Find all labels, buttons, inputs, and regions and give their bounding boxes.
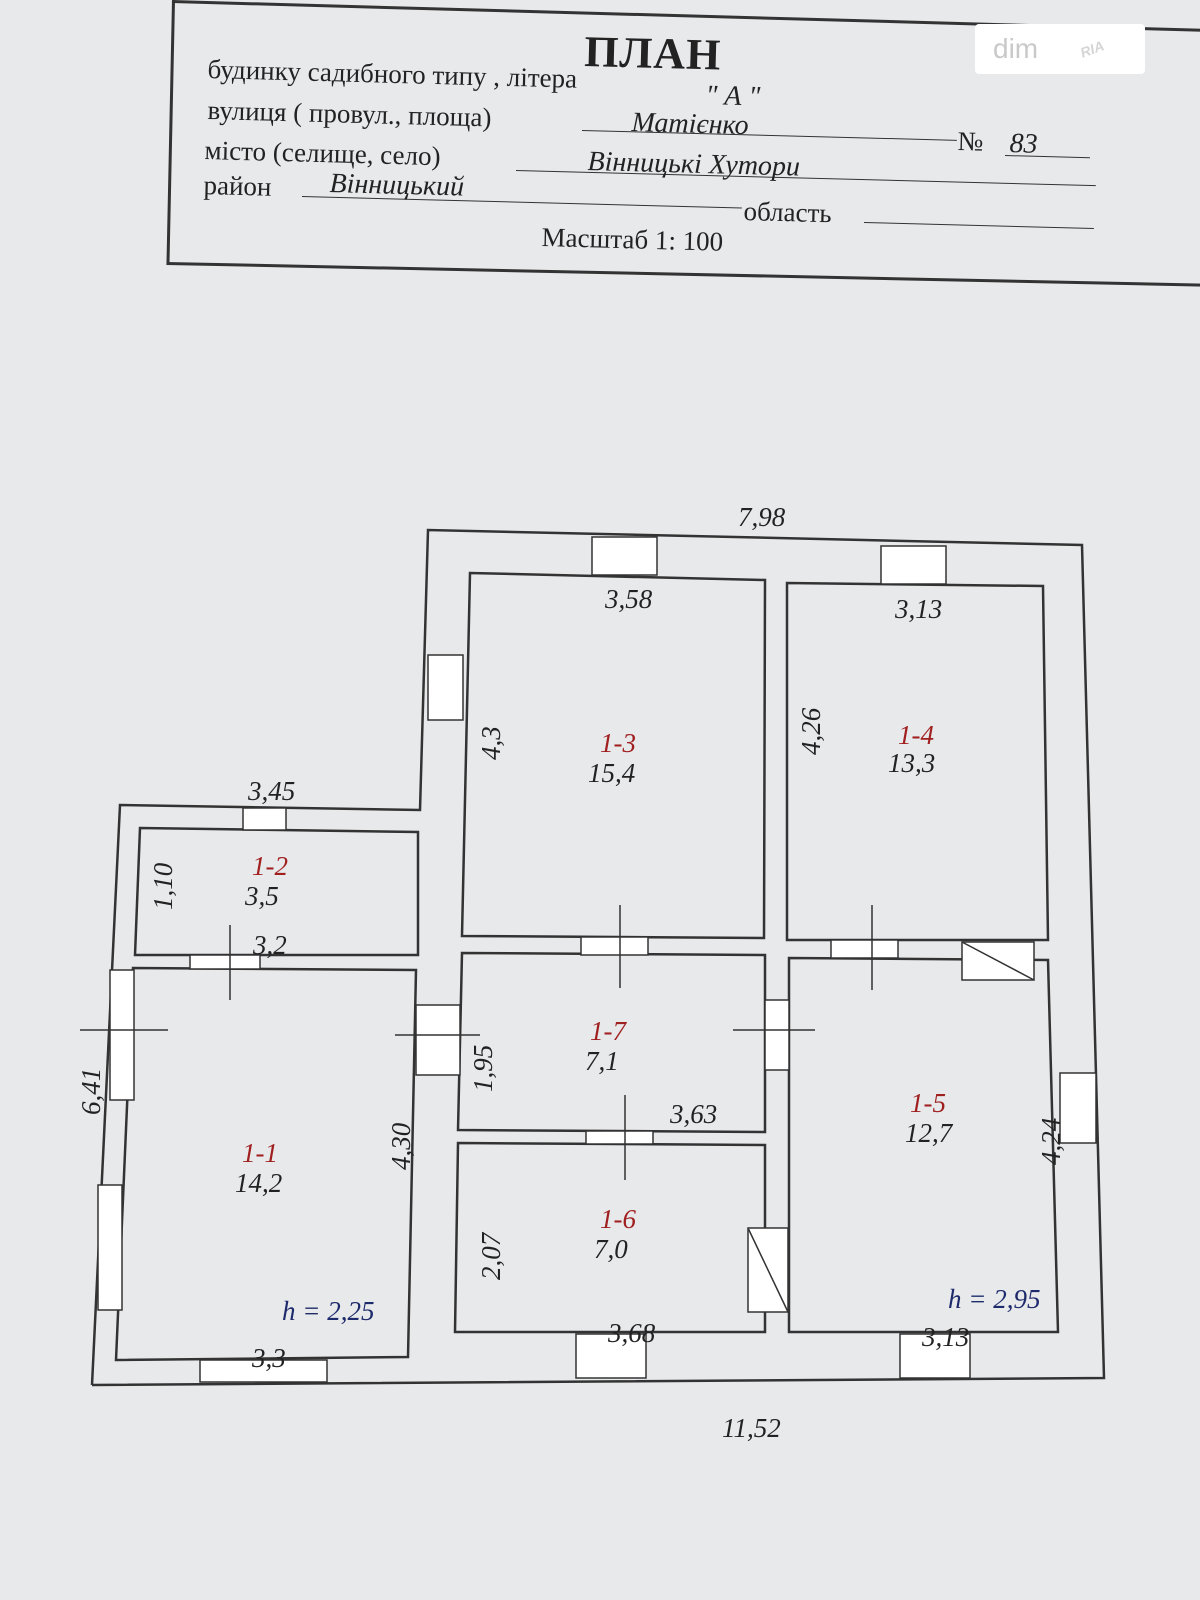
window xyxy=(880,545,947,585)
room-code: 1-4 xyxy=(898,720,934,750)
ceiling-height-left: h = 2,25 xyxy=(282,1296,374,1326)
window xyxy=(427,654,464,721)
room-area: 15,4 xyxy=(588,758,635,788)
outer-wall xyxy=(90,528,1106,1387)
doorway xyxy=(415,1004,461,1076)
room-1-6-outline xyxy=(453,1141,767,1334)
window xyxy=(899,1333,971,1379)
dim-top-total: 7,98 xyxy=(738,502,786,532)
dim-label: 4,3 xyxy=(476,726,506,760)
room-code: 1-5 xyxy=(910,1088,946,1118)
window xyxy=(199,1359,328,1383)
dim-label: 2,07 xyxy=(476,1231,506,1280)
window xyxy=(242,807,287,831)
room-code: 1-7 xyxy=(590,1016,627,1046)
window xyxy=(591,536,658,576)
dim-left-total: 6,41 xyxy=(76,1068,106,1115)
room-area: 3,5 xyxy=(244,881,279,911)
dim-label: 4,24 xyxy=(1036,1118,1066,1165)
room-area: 12,7 xyxy=(905,1118,954,1148)
room-area: 7,0 xyxy=(594,1234,628,1264)
room-1-3-outline xyxy=(460,571,767,940)
doorway xyxy=(764,999,790,1071)
dim-label: 3,45 xyxy=(247,776,295,806)
dim-label: 3,2 xyxy=(252,930,287,960)
dim-label: 3,13 xyxy=(894,594,942,624)
dim-label: 3,58 xyxy=(604,584,653,614)
room-code: 1-3 xyxy=(600,728,636,758)
doorway xyxy=(830,939,899,959)
doorway xyxy=(580,936,649,956)
ceiling-height-right: h = 2,95 xyxy=(948,1284,1040,1314)
dim-label: 3,3 xyxy=(251,1343,286,1373)
room-1-2-outline xyxy=(133,826,420,957)
room-code: 1-6 xyxy=(600,1204,636,1234)
dim-bottom-total: 11,52 xyxy=(722,1413,781,1443)
room-labels: 1-3 15,4 1-4 13,3 1-2 3,5 1-1 14,2 1-7 7… xyxy=(235,720,954,1264)
window xyxy=(1059,1072,1097,1144)
room-code: 1-2 xyxy=(252,851,288,881)
room-1-4-outline xyxy=(785,581,1050,942)
dim-label: 3,13 xyxy=(921,1322,969,1352)
doorway xyxy=(585,1130,654,1145)
dim-label: 1,10 xyxy=(148,862,178,910)
dim-label: 4,26 xyxy=(796,707,826,755)
dimension-labels: 7,98 3,58 3,13 4,3 4,26 3,45 1,10 3,2 6,… xyxy=(76,502,1066,1443)
room-area: 14,2 xyxy=(235,1168,282,1198)
dim-label: 1,95 xyxy=(468,1045,498,1092)
doorway xyxy=(109,969,135,1101)
window xyxy=(575,1333,647,1379)
dim-label: 4,30 xyxy=(386,1122,416,1170)
window xyxy=(97,1184,123,1311)
doorway xyxy=(189,954,261,970)
room-area: 7,1 xyxy=(585,1046,619,1076)
room-area: 13,3 xyxy=(888,748,935,778)
dim-label: 3,68 xyxy=(607,1318,656,1348)
room-code: 1-1 xyxy=(242,1138,278,1168)
dim-label: 3,63 xyxy=(669,1099,717,1129)
